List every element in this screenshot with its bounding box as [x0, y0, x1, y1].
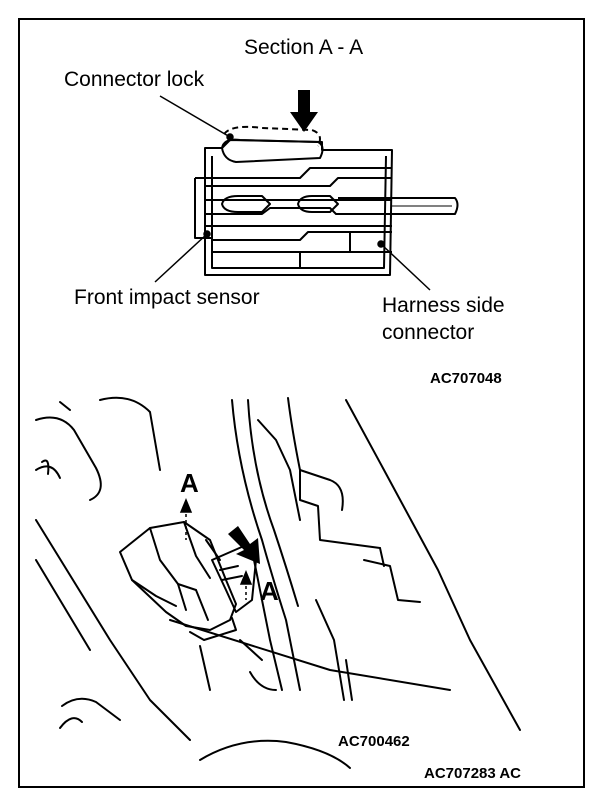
figure-frame: [18, 18, 585, 788]
connector-lock-released-outline: [223, 125, 321, 147]
label-harness-side: Harness side: [382, 294, 505, 317]
installation-view: [35, 396, 521, 769]
release-arrow-icon: [228, 526, 260, 564]
view-code-lower: AC700462: [338, 733, 410, 750]
push-arrow-icon: [290, 90, 318, 132]
leader-harness-side-connector: [380, 243, 431, 291]
view-code-upper: AC707048: [430, 370, 502, 387]
leader-connector-lock: [159, 95, 231, 138]
label-connector: connector: [382, 321, 475, 344]
cross-section-view: [194, 125, 459, 276]
figure-code: AC707283 AC: [424, 765, 521, 782]
front-impact-sensor: [119, 521, 237, 631]
section-title: Section A - A: [244, 36, 364, 59]
connector-lock: [221, 138, 324, 163]
mounting-bracket: [231, 399, 301, 691]
terminal-pin: [221, 195, 271, 213]
section-marker-bottom: A: [260, 576, 279, 606]
label-front-impact-sensor: Front impact sensor: [74, 286, 260, 309]
harness-wire: [338, 197, 459, 215]
section-marker-top: A: [180, 468, 199, 498]
label-connector-lock: Connector lock: [64, 68, 205, 91]
leader-front-impact-sensor: [154, 233, 208, 283]
